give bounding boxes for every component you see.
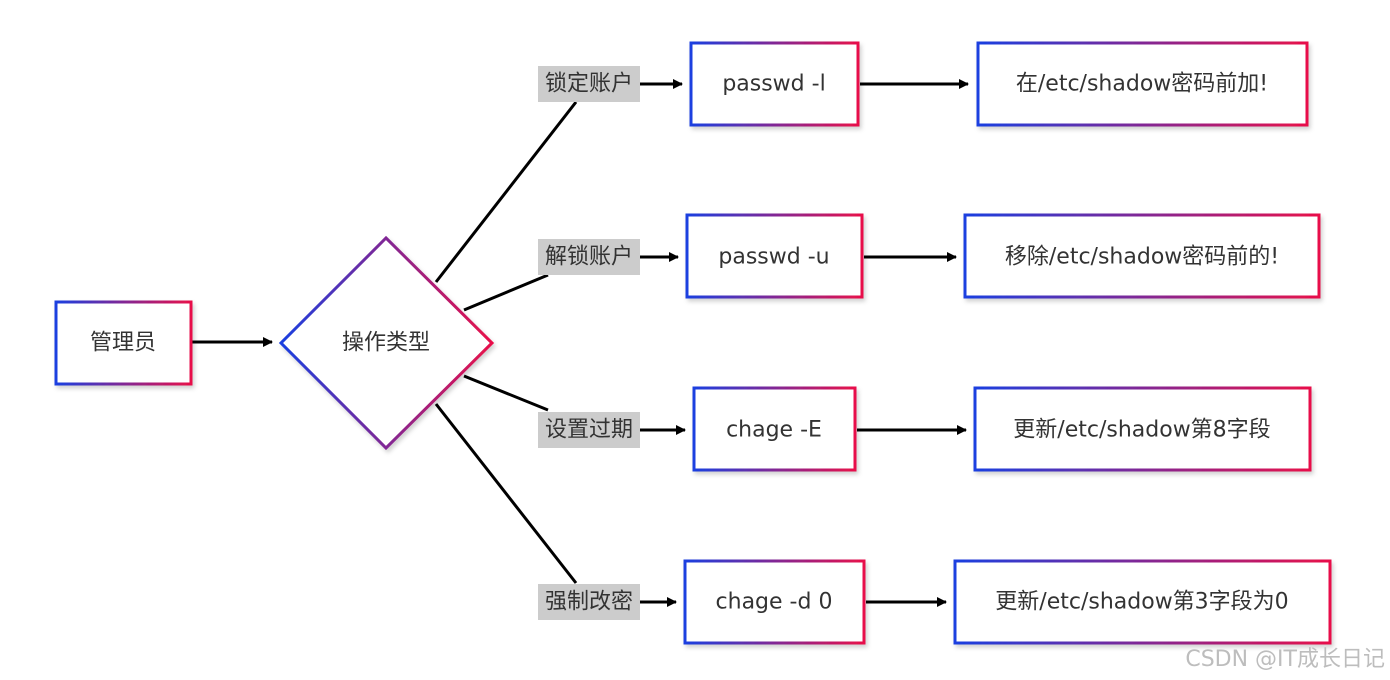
edge-op-type-to-unlock	[463, 273, 549, 312]
edge-label-bg	[538, 584, 640, 620]
command-text: passwd -l	[722, 72, 825, 97]
effect-box	[973, 386, 1312, 472]
op-type-label: 操作类型	[342, 331, 430, 356]
command-box	[685, 213, 864, 299]
command-text: passwd -u	[718, 245, 829, 270]
branch-force-change: 强制改密 chage -d 0 更新/etc/shadow第3字段为0	[538, 559, 1332, 645]
edge-label-bg	[538, 66, 640, 102]
edge-label-lock: 锁定账户	[545, 72, 633, 97]
edge-label-bg	[538, 412, 640, 448]
connectors	[192, 79, 969, 607]
edge-op-type-to-lock	[434, 101, 578, 283]
branch-lock: 锁定账户 passwd -l 在/etc/shadow密码前加!	[538, 41, 1309, 127]
edge-op-type-to-expire	[463, 374, 549, 412]
watermark: CSDN @IT成长日记	[1185, 647, 1385, 672]
command-box	[683, 559, 866, 645]
effect-text: 在/etc/shadow密码前加!	[1016, 72, 1268, 97]
branch-unlock: 解锁账户 passwd -u 移除/etc/shadow密码前的!	[538, 213, 1321, 299]
effect-text: 移除/etc/shadow密码前的!	[1005, 245, 1279, 270]
effect-text: 更新/etc/shadow第8字段	[1013, 418, 1270, 443]
effect-box	[953, 559, 1332, 645]
effect-box	[963, 213, 1321, 299]
command-box	[692, 386, 857, 472]
edge-label-bg	[538, 239, 640, 275]
admin-node: 管理员	[54, 300, 193, 386]
op-type-decision: 操作类型	[278, 235, 495, 451]
branch-expire: 设置过期 chage -E 更新/etc/shadow第8字段	[538, 386, 1312, 472]
edge-label-expire: 设置过期	[545, 418, 633, 443]
command-text: chage -E	[726, 418, 822, 443]
edge-label-unlock: 解锁账户	[545, 245, 633, 270]
edge-op-type-to-force	[434, 403, 578, 584]
admin-label: 管理员	[90, 331, 156, 356]
edge-label-force: 强制改密	[545, 590, 633, 615]
command-text: chage -d 0	[716, 590, 833, 615]
command-box	[689, 41, 860, 127]
effect-box	[976, 41, 1309, 127]
effect-text: 更新/etc/shadow第3字段为0	[995, 590, 1288, 615]
